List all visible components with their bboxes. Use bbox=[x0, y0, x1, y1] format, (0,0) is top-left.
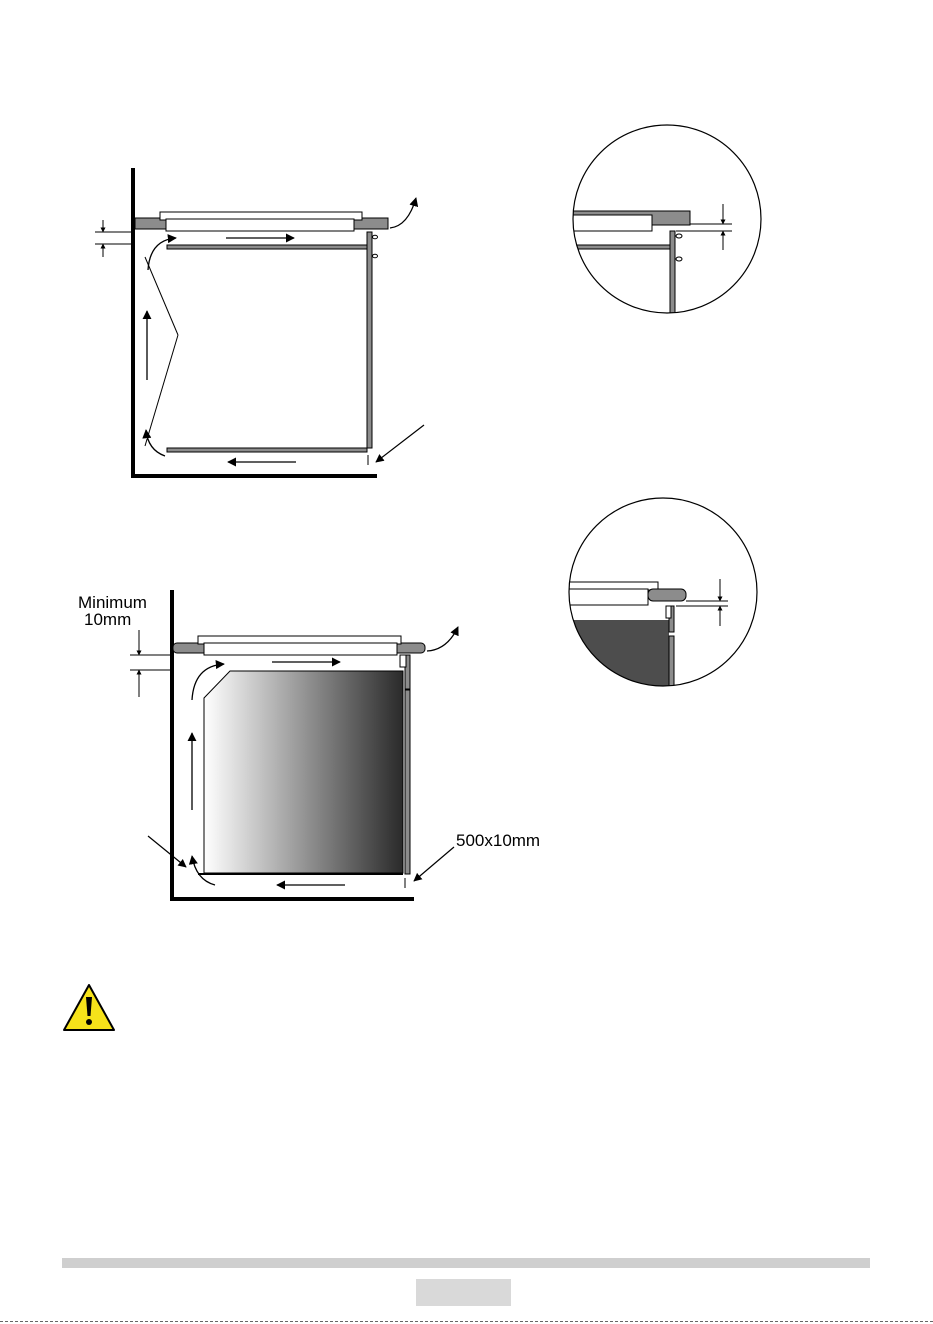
diagram-2-cabinet-with-oven bbox=[130, 590, 458, 901]
page-number-box bbox=[416, 1279, 511, 1306]
minimum-label: Minimum bbox=[78, 594, 147, 611]
vent-size-label: 500x10mm bbox=[456, 832, 540, 849]
diagram-1-cabinet-side-view bbox=[95, 168, 424, 477]
detail-circle-2 bbox=[560, 498, 757, 700]
detail-circle-1 bbox=[560, 125, 761, 321]
page-edge-dots bbox=[0, 1321, 933, 1322]
minimum-value-label: 10mm bbox=[84, 611, 131, 628]
warning-icon bbox=[64, 985, 114, 1030]
footer-bar bbox=[62, 1258, 870, 1268]
